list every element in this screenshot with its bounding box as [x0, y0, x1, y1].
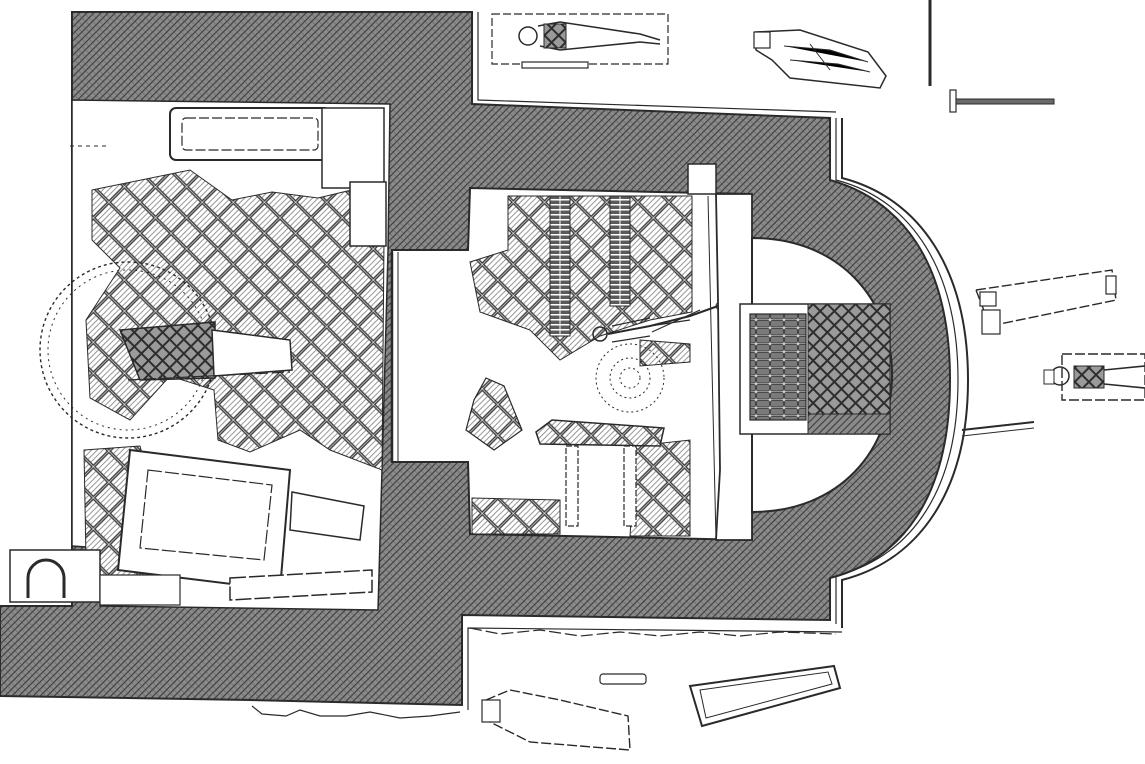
west-room-wall-block [321, 107, 385, 189]
nave-pier-block [687, 163, 717, 195]
grave-south-1 [481, 689, 631, 751]
nave-tile-pavement-north [469, 195, 693, 361]
nave [390, 163, 754, 542]
south-stone-edging [251, 705, 461, 719]
nave-tile-pavement-south [471, 497, 561, 535]
nave-ladder-1 [549, 195, 571, 337]
west-room-cist-graves [116, 448, 292, 592]
grave-south-2 [688, 664, 842, 728]
west-room [9, 99, 391, 611]
nave-bench-feature [535, 419, 665, 447]
grave-east-2 [1043, 353, 1145, 401]
apse [739, 236, 894, 514]
nave-dotted-circle [595, 343, 665, 413]
exterior-graves [251, 0, 1145, 751]
nave-tile-fragment [465, 377, 523, 451]
grave-north-1 [491, 13, 669, 69]
grave-north-2 [753, 29, 887, 89]
nave-ladder-2 [609, 195, 631, 307]
apse-outer-line [841, 118, 970, 628]
arched-niche [9, 549, 101, 603]
grave-south-marker [599, 673, 647, 685]
west-room-tile-pavement [85, 169, 385, 471]
west-room-cobbled-tomb [118, 321, 216, 381]
scale-bar [949, 89, 1055, 113]
grave-east-1 [975, 269, 1117, 335]
apse-brick-rows [749, 313, 807, 421]
north-wall-outer-line [477, 12, 837, 113]
east-wall-stub [961, 421, 1035, 431]
west-room-north-tomb [169, 107, 331, 161]
south-wall-outer-line [467, 627, 843, 710]
